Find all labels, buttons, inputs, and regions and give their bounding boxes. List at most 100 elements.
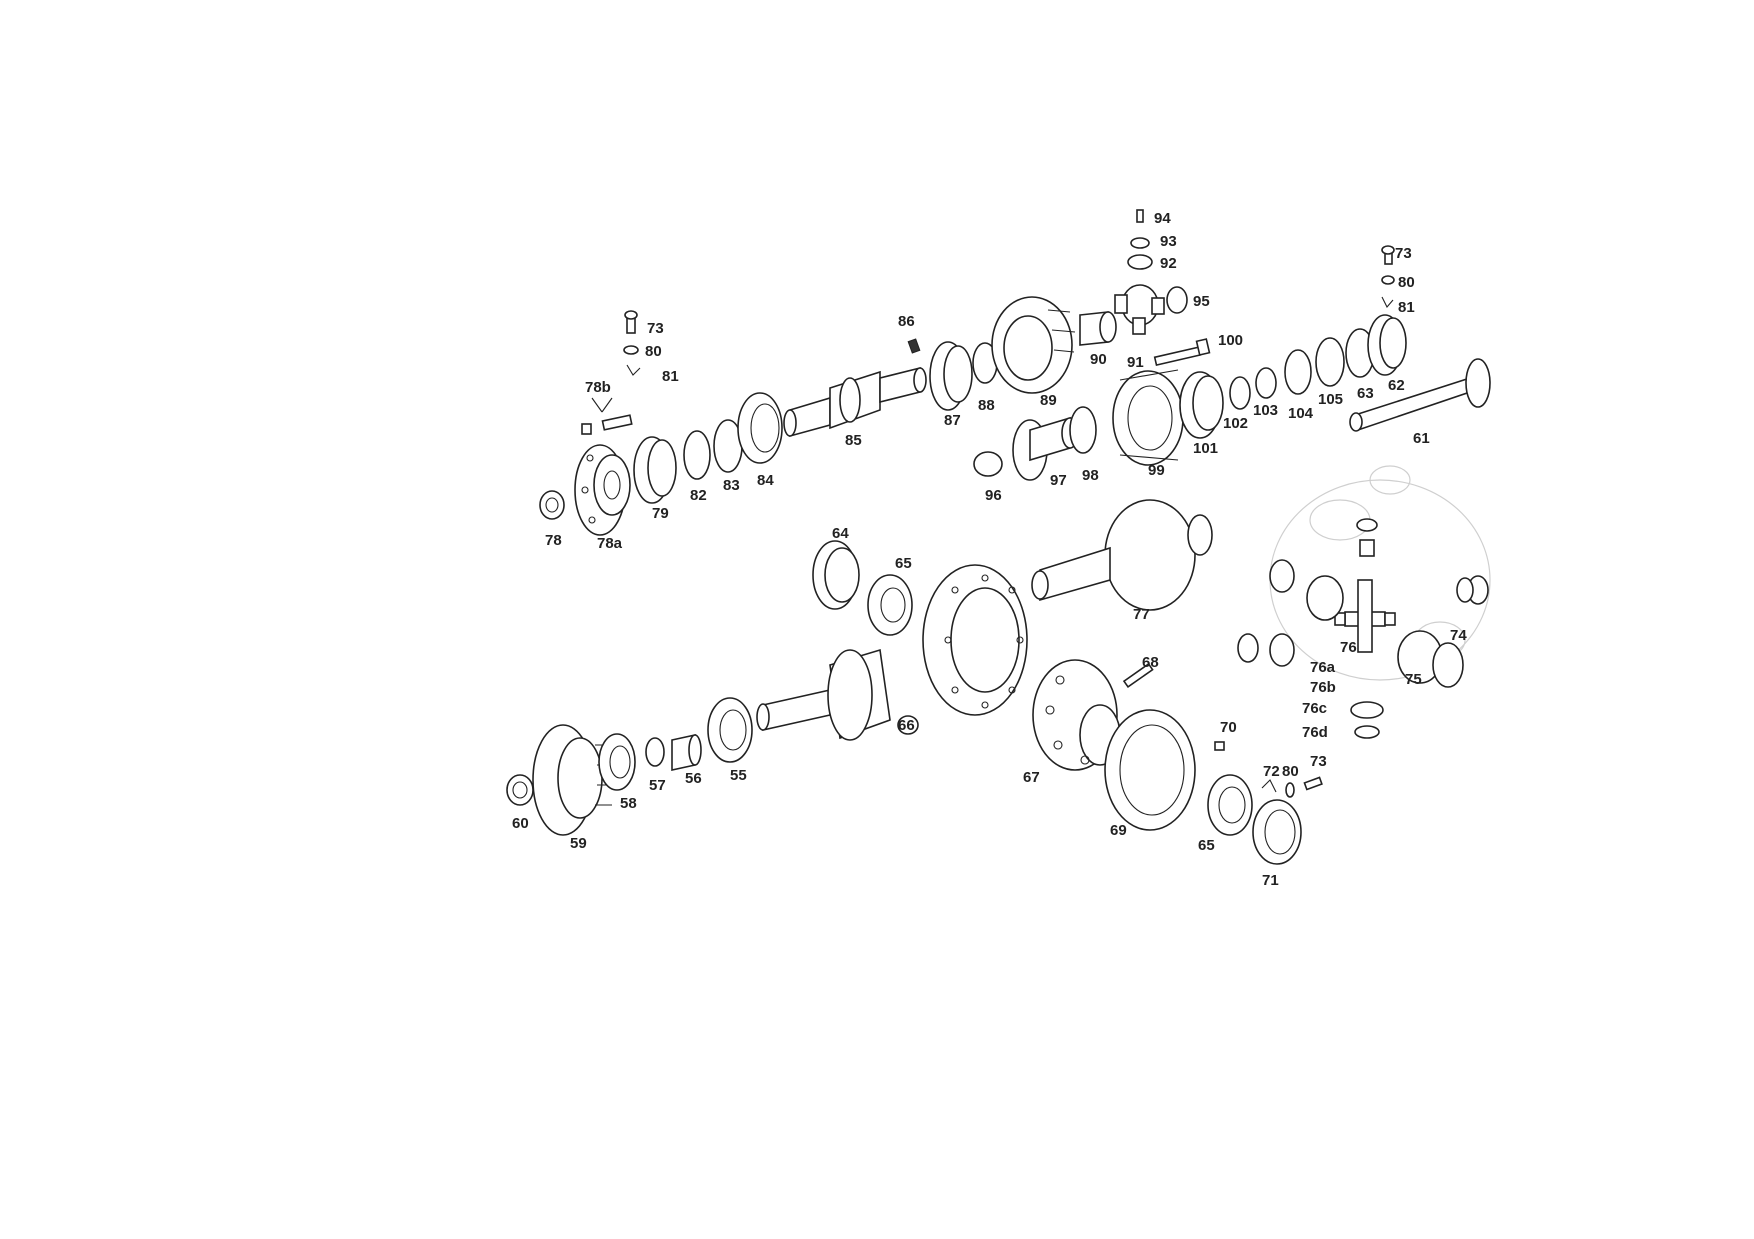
part-61-axle: [1349, 358, 1491, 432]
label-76: 76: [1340, 639, 1357, 656]
part-78a-flange: [574, 444, 631, 536]
part-side-gear-left: [1306, 575, 1344, 621]
part-104-ring: [1284, 349, 1312, 395]
label-60: 60: [512, 815, 529, 832]
lower-assembly: [506, 540, 1323, 865]
part-86-key: [907, 338, 921, 354]
part-side-gear-left-2: [1269, 633, 1295, 667]
part-78-nut: [539, 490, 565, 520]
label-71: 71: [1262, 872, 1279, 889]
label-63: 63: [1357, 385, 1374, 402]
label-75: 75: [1405, 671, 1422, 688]
label-76c: 76c: [1302, 700, 1327, 717]
label-102: 102: [1223, 415, 1248, 432]
part-side-washer-left: [1269, 559, 1295, 593]
label-64: 64: [832, 525, 849, 542]
label-81-left: 81: [662, 368, 679, 385]
label-85: 85: [845, 432, 862, 449]
part-69-ring: [1104, 709, 1196, 831]
part-93-washer: [1130, 237, 1150, 249]
label-55: 55: [730, 767, 747, 784]
label-91: 91: [1127, 354, 1144, 371]
part-92-gear: [1127, 254, 1153, 270]
part-84-bearing: [737, 392, 783, 464]
part-89-cover: [991, 296, 1076, 394]
label-83: 83: [723, 477, 740, 494]
part-82-ring: [683, 430, 711, 480]
label-86: 86: [898, 313, 915, 330]
part-87-gear: [929, 341, 973, 411]
label-76b: 76b: [1310, 679, 1336, 696]
part-99-housing: [1112, 369, 1184, 466]
label-68: 68: [1142, 654, 1159, 671]
label-82: 82: [690, 487, 707, 504]
part-60-nut: [506, 774, 534, 806]
label-73-lower: 73: [1310, 753, 1327, 770]
part-101-bearing: [1179, 371, 1224, 439]
part-76-spider: [1334, 579, 1396, 653]
label-58: 58: [620, 795, 637, 812]
part-65-bearing-lower: [1207, 774, 1253, 836]
label-99: 99: [1148, 462, 1165, 479]
label-101: 101: [1193, 440, 1218, 457]
label-98: 98: [1082, 467, 1099, 484]
part-73-80-81-left: [623, 310, 641, 376]
label-92: 92: [1160, 255, 1177, 272]
label-74: 74: [1450, 627, 1467, 644]
label-79: 79: [652, 505, 669, 522]
part-102-ring: [1229, 376, 1251, 410]
part-number-labels: 55 56 57 58 59 60 61 62 63 64 65 65 66 6…: [512, 210, 1467, 889]
part-90-bushing: [1079, 311, 1117, 346]
part-72-80-73-lower: [1261, 776, 1323, 798]
part-55-bearing: [707, 697, 753, 763]
part-97-gear: [1012, 416, 1079, 481]
label-89: 89: [1040, 392, 1057, 409]
label-105: 105: [1318, 391, 1343, 408]
label-80-lower: 80: [1282, 763, 1299, 780]
label-57: 57: [649, 777, 666, 794]
label-76d: 76d: [1302, 724, 1328, 741]
label-93: 93: [1160, 233, 1177, 250]
label-96: 96: [985, 487, 1002, 504]
part-76b-washer: [1356, 518, 1378, 532]
label-65-upper: 65: [895, 555, 912, 572]
part-91-spider: [1114, 284, 1165, 335]
label-103: 103: [1253, 402, 1278, 419]
part-71-seal: [1252, 799, 1302, 865]
label-88: 88: [978, 397, 995, 414]
part-73-80-81-right: [1381, 245, 1395, 308]
label-73-left: 73: [647, 320, 664, 337]
label-73-right: 73: [1395, 245, 1412, 262]
label-70: 70: [1220, 719, 1237, 736]
upper-assembly: [539, 209, 1491, 536]
label-76a: 76a: [1310, 659, 1336, 676]
part-78b-bolt: [581, 397, 633, 435]
part-85-shaft: [783, 366, 927, 438]
part-75-gear: [1397, 630, 1464, 688]
part-62-bearing: [1367, 314, 1407, 376]
part-76a-bushing: [1359, 539, 1375, 557]
label-87: 87: [944, 412, 961, 429]
part-56-spacer: [671, 734, 702, 771]
part-67-carrier: [1032, 659, 1121, 771]
label-100: 100: [1218, 332, 1243, 349]
part-76c-gear: [1350, 701, 1384, 719]
label-59: 59: [570, 835, 587, 852]
part-98-ring: [1069, 406, 1097, 454]
label-61: 61: [1413, 430, 1430, 447]
part-96-bushing: [973, 451, 1003, 477]
label-80-left: 80: [645, 343, 662, 360]
label-56: 56: [685, 770, 702, 787]
part-64-gear: [812, 540, 860, 610]
part-76d-washer: [1354, 725, 1380, 739]
label-77: 77: [1133, 606, 1150, 623]
part-66-pinion: [756, 648, 891, 741]
label-81-right: 81: [1398, 299, 1415, 316]
label-90: 90: [1090, 351, 1107, 368]
label-66: 66: [898, 717, 915, 734]
label-78a: 78a: [597, 535, 623, 552]
label-69: 69: [1110, 822, 1127, 839]
label-104: 104: [1288, 405, 1314, 422]
label-95: 95: [1193, 293, 1210, 310]
